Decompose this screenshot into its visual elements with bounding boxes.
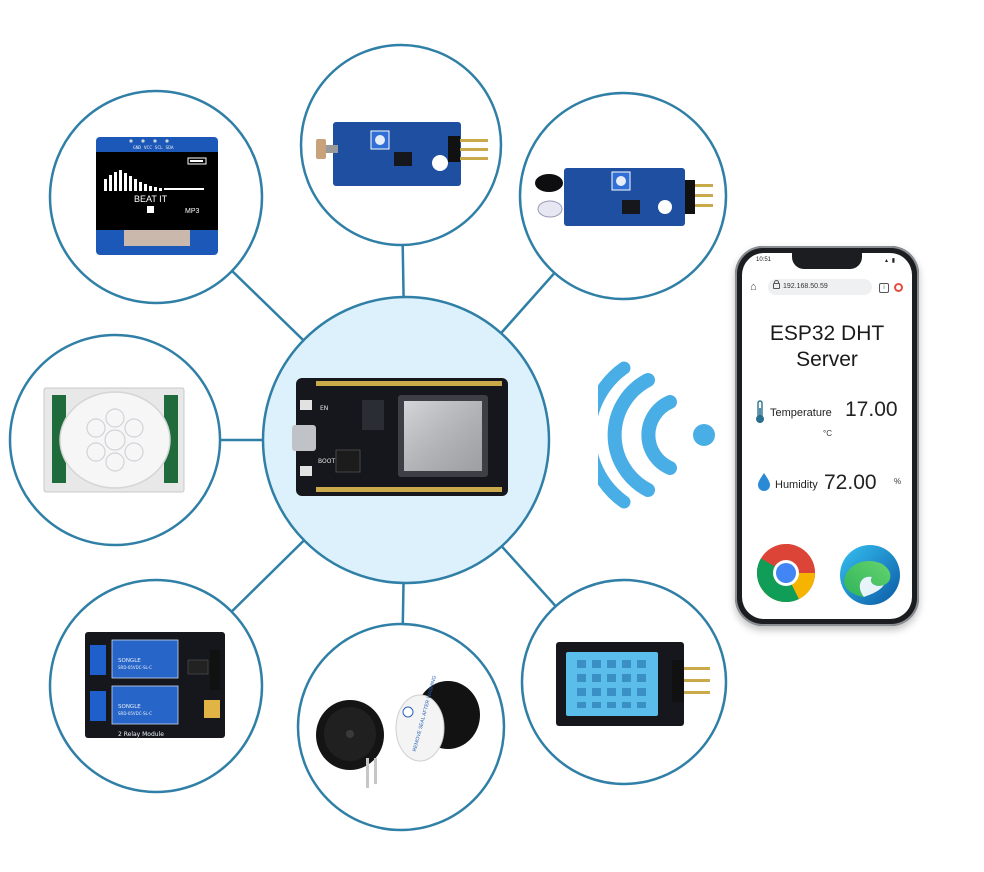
status-icons: ▴ ▮	[885, 258, 896, 264]
stop-icon[interactable]	[894, 283, 903, 292]
buzzer-module: REMOVE SEAL AFTER WASHING	[296, 622, 506, 832]
wifi-dot	[693, 424, 715, 446]
relay-1-model: SRD-05VDC-SL-C	[118, 665, 152, 670]
esp32-hub: EN BOOT	[261, 295, 551, 585]
oled-eq-bars	[104, 157, 207, 213]
oled-pin-labels: GND VCC SCL SDA	[133, 145, 174, 151]
dht11-module	[520, 578, 728, 786]
oled-mp3-text: MP3	[185, 208, 200, 215]
water-drop-icon	[758, 473, 770, 491]
esp32-en-label: EN	[320, 405, 328, 412]
phone-notch	[792, 253, 862, 269]
address-bar[interactable]: 192.168.50.59	[768, 279, 872, 295]
relay-2-brand: SONGLE	[118, 704, 141, 710]
status-bar: 10:51 ▴ ▮	[742, 255, 912, 269]
pir-sensor-module	[8, 333, 222, 547]
edge-icon[interactable]	[838, 543, 902, 607]
wifi-arc-outer	[598, 361, 631, 509]
temperature-unit: °C	[823, 429, 832, 438]
info-icon[interactable]: i	[879, 283, 889, 293]
humidity-reading: Humidity 72.00 %	[742, 469, 912, 499]
temperature-value: 17.00	[845, 398, 898, 421]
smartphone: 10:51 ▴ ▮ ⌂ 192.168.50.59 i ESP32 DHT Se…	[735, 246, 919, 626]
esp32-boot-label: BOOT	[318, 458, 335, 465]
wifi-arc-middle	[607, 373, 655, 497]
page-title-line1: ESP32 DHT	[769, 322, 885, 345]
page-title-line2: Server	[796, 348, 858, 371]
humidity-label: Humidity	[775, 479, 818, 491]
page-title: ESP32 DHT Server	[742, 321, 912, 373]
wifi-icon	[598, 361, 715, 509]
oled-song-text: BEAT IT	[134, 194, 168, 204]
status-time: 10:51	[756, 257, 772, 263]
lock-icon	[773, 280, 780, 289]
humidity-value: 72.00	[824, 471, 877, 494]
url-text: 192.168.50.59	[783, 283, 828, 290]
relay-2-model: SRD-05VDC-SL-C	[118, 711, 152, 716]
oled-module: GND VCC SCL SDA BEAT IT MP3	[48, 89, 264, 305]
relay-module: SONGLE SONGLE SRD-05VDC-SL-C SRD-05VDC-S…	[48, 578, 264, 794]
temperature-label: Temperature	[770, 407, 832, 419]
relay-module-label: 2 Relay Module	[118, 731, 164, 738]
browser-toolbar: ⌂ 192.168.50.59 i	[748, 275, 906, 301]
light-sensor-module	[299, 43, 503, 247]
humidity-unit: %	[894, 477, 902, 486]
phone-screen: 10:51 ▴ ▮ ⌂ 192.168.50.59 i ESP32 DHT Se…	[742, 253, 912, 619]
thermometer-icon	[756, 400, 764, 423]
wifi-arc-inner	[641, 395, 677, 475]
chrome-icon[interactable]	[756, 543, 816, 603]
home-icon[interactable]: ⌂	[750, 281, 757, 293]
ir-sensor-module	[518, 91, 728, 301]
relay-1-brand: SONGLE	[118, 658, 141, 664]
temperature-reading: Temperature 17.00 °C	[742, 397, 912, 438]
